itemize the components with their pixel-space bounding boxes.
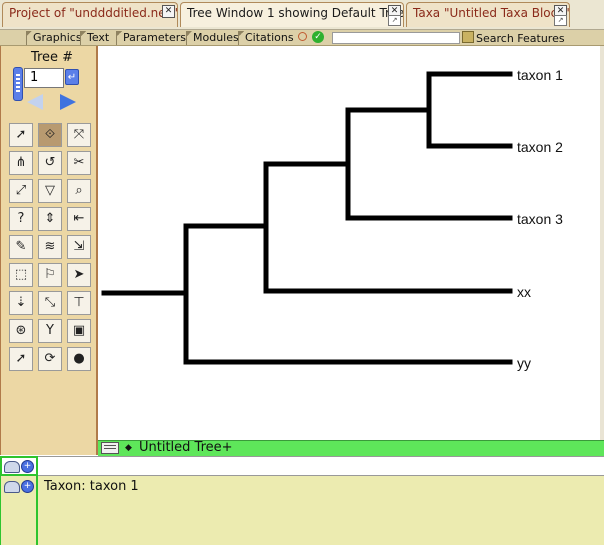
cut-tool-icon[interactable]: ✂ bbox=[67, 151, 91, 175]
diamond-icon: ◆ bbox=[125, 443, 132, 453]
menu-parameters[interactable]: Parameters bbox=[116, 31, 186, 45]
prune-tool-icon[interactable]: ⚐ bbox=[38, 263, 62, 287]
menu-citations[interactable]: Citations bbox=[238, 31, 294, 45]
blue-arrow-tool-icon[interactable]: ➚ bbox=[9, 347, 33, 371]
polytomy-tool-icon[interactable]: ⋔ bbox=[9, 151, 33, 175]
next-tree-icon[interactable] bbox=[60, 94, 76, 110]
triangle-tool-icon[interactable]: ▽ bbox=[38, 179, 62, 203]
menu-graphics[interactable]: Graphics bbox=[26, 31, 82, 45]
search-features-label: Search Features bbox=[476, 32, 565, 45]
taxon-label[interactable]: taxon 3 bbox=[517, 211, 563, 227]
measure-tool-icon[interactable]: ⊤ bbox=[67, 291, 91, 315]
circle-icon[interactable] bbox=[298, 32, 307, 41]
select-tool-icon[interactable]: ⬚ bbox=[9, 263, 33, 287]
arrow-tool-icon[interactable]: ➚ bbox=[9, 123, 33, 147]
right-edge-strip bbox=[600, 46, 604, 440]
pointer-tool-icon[interactable]: ➤ bbox=[67, 263, 91, 287]
info-panel-controls: + bbox=[0, 476, 38, 545]
search-icon bbox=[462, 31, 474, 43]
previous-tree-icon[interactable] bbox=[27, 94, 43, 110]
rotate-tool-icon[interactable]: ⟳ bbox=[38, 347, 62, 371]
wheel-tool-icon[interactable]: ⊛ bbox=[9, 319, 33, 343]
close-icon[interactable]: ✕ bbox=[162, 5, 175, 18]
cloud-icon[interactable] bbox=[4, 481, 20, 493]
collapse-all-tool-icon[interactable]: ⇣ bbox=[9, 291, 33, 315]
taxon-tool-icon[interactable]: ⟐ bbox=[38, 123, 62, 147]
tab-tree-window[interactable]: Tree Window 1 showing Default Trees ✕ ↗ bbox=[180, 2, 404, 27]
subwindow-icon[interactable]: ↗ bbox=[554, 15, 567, 26]
command-input[interactable] bbox=[38, 456, 604, 476]
taxon-label[interactable]: yy bbox=[517, 355, 531, 371]
taxon-label[interactable]: taxon 2 bbox=[517, 139, 563, 155]
question-tool-icon[interactable]: ? bbox=[9, 207, 33, 231]
ladderize-tool-icon[interactable]: ⤢ bbox=[9, 179, 33, 203]
command-panel-controls: + bbox=[0, 456, 38, 476]
tab-taxa-label: Taxa "Untitled Taxa Block" bbox=[413, 6, 570, 20]
tree-name-bar bbox=[98, 440, 604, 456]
check-icon[interactable]: ✓ bbox=[312, 31, 324, 43]
tree-name-label[interactable]: Untitled Tree+ bbox=[139, 440, 233, 455]
menu-modules[interactable]: Modules bbox=[186, 31, 239, 45]
tab-taxa[interactable]: Taxa "Untitled Taxa Block" ✕ ↗ bbox=[406, 2, 570, 27]
tree-list-icon[interactable] bbox=[101, 442, 119, 454]
info-panel bbox=[38, 476, 604, 545]
tree-canvas[interactable]: taxon 1 taxon 2 taxon 3 xx yy bbox=[98, 46, 600, 440]
taxon-label[interactable]: xx bbox=[517, 284, 531, 300]
tab-project-label: Project of "undddditled.nex" bbox=[9, 6, 178, 20]
branch-length-tool-icon[interactable]: ⇕ bbox=[38, 207, 62, 231]
clipboard-tool-icon[interactable]: ▣ bbox=[67, 319, 91, 343]
tab-tree-window-label: Tree Window 1 showing Default Trees bbox=[187, 6, 404, 20]
paint-tool-icon[interactable]: ✎ bbox=[9, 235, 33, 259]
ruler-tool-icon[interactable]: ⇲ bbox=[67, 235, 91, 259]
window-tab-bar: Project of "undddditled.nex" ✕ Tree Wind… bbox=[0, 0, 604, 30]
tree-stepper-icon[interactable] bbox=[13, 67, 23, 101]
move-branch-tool-icon[interactable]: ⇤ bbox=[67, 207, 91, 231]
plus-icon[interactable]: + bbox=[21, 480, 34, 493]
reroot-tool-icon[interactable]: ↺ bbox=[38, 151, 62, 175]
magnify-tool-icon[interactable]: ⌕ bbox=[67, 179, 91, 203]
search-features-button[interactable]: Search Features bbox=[462, 31, 604, 45]
tab-project[interactable]: Project of "undddditled.nex" ✕ bbox=[2, 2, 178, 27]
fork-tool-icon[interactable]: Y bbox=[38, 319, 62, 343]
taxon-label[interactable]: taxon 1 bbox=[517, 67, 563, 83]
info-text: Taxon: taxon 1 bbox=[44, 479, 139, 494]
cloud-icon[interactable] bbox=[4, 461, 20, 473]
tree-diagram: taxon 1 taxon 2 taxon 3 xx yy bbox=[101, 67, 563, 371]
spread-tool-icon[interactable]: ⤡ bbox=[38, 291, 62, 315]
subwindow-icon[interactable]: ↗ bbox=[388, 15, 401, 26]
close-icon[interactable]: ✕ bbox=[554, 5, 567, 18]
tree-number-input[interactable]: 1 bbox=[24, 68, 64, 88]
color-tool-icon[interactable]: ● bbox=[67, 347, 91, 371]
search-input[interactable] bbox=[332, 32, 460, 44]
enter-icon[interactable]: ↵ bbox=[65, 69, 79, 85]
scale-tool-icon[interactable]: ≋ bbox=[38, 235, 62, 259]
tree-number-title: Tree # bbox=[30, 50, 74, 65]
collapse-tool-icon[interactable]: ⤧ bbox=[67, 123, 91, 147]
menu-text[interactable]: Text bbox=[80, 31, 109, 45]
plus-icon[interactable]: + bbox=[21, 460, 34, 473]
